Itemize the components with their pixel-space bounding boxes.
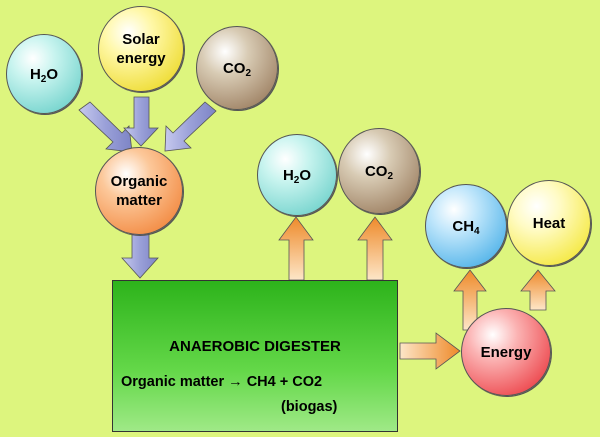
- organic-matter-circle: Organic matter: [95, 147, 183, 235]
- energy-label: Energy: [480, 343, 532, 361]
- digester-biogas-label: (biogas): [281, 399, 338, 415]
- organic-line2: matter: [116, 192, 162, 209]
- arrow-digester-to-energy: [399, 332, 461, 370]
- ch4-circle: CH4: [425, 184, 507, 268]
- input-water-circle: H2O: [6, 34, 82, 114]
- input-solar-circle: Solar energy: [98, 6, 184, 92]
- input-co2-label: CO2: [222, 59, 252, 79]
- output-water-label: H2O: [282, 166, 312, 186]
- output-water-circle: H2O: [257, 134, 337, 216]
- output-co2-circle: CO2: [338, 128, 420, 214]
- arrow-energy-to-heat: [520, 269, 556, 311]
- heat-label: Heat: [532, 214, 566, 232]
- digester-equation: Organic matter → CH4 + CO2: [121, 374, 323, 390]
- digester-title: ANAEROBIC DIGESTER: [169, 338, 341, 355]
- ch4-label: CH4: [452, 217, 480, 237]
- input-co2-circle: CO2: [196, 26, 278, 110]
- heat-circle: Heat: [507, 180, 591, 266]
- input-solar-line2: energy: [116, 50, 166, 67]
- arrow-solar-to-organic: [123, 96, 159, 147]
- input-water-label: H2O: [29, 65, 59, 85]
- anaerobic-digester-box: ANAEROBIC DIGESTER Organic matter → CH4 …: [112, 280, 398, 432]
- arrow-water-to-organic: [78, 101, 133, 153]
- organic-line1: Organic: [110, 173, 168, 190]
- arrow-digester-to-water: [278, 216, 314, 281]
- output-co2-label: CO2: [364, 162, 394, 182]
- input-solar-line1: Solar: [122, 31, 160, 48]
- arrow-organic-to-digester: [121, 232, 159, 279]
- arrow-co2-to-organic: [164, 101, 217, 152]
- arrow-digester-to-co2: [357, 216, 393, 281]
- energy-circle: Energy: [461, 308, 551, 396]
